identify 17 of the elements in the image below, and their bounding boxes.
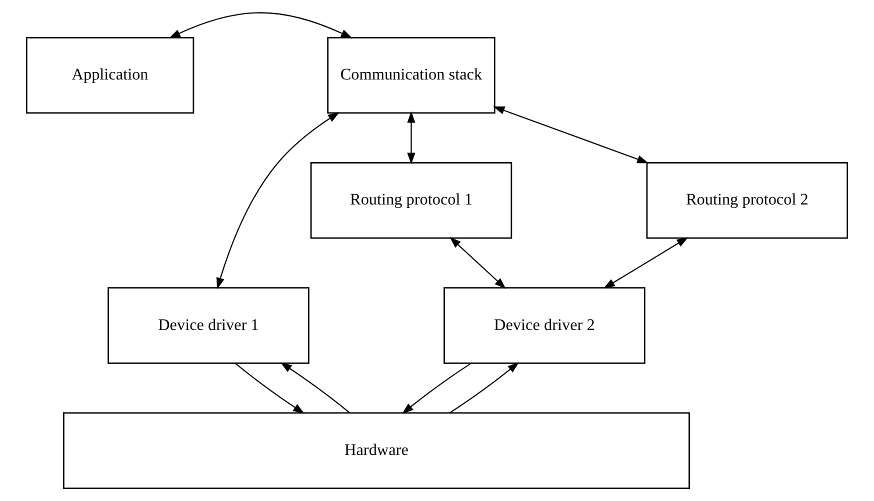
node-box: Application [26, 36, 194, 114]
arrow [168, 12, 352, 38]
arrow [280, 362, 350, 414]
node-box: Routing protocol 1 [310, 162, 512, 239]
node-box: Routing protocol 2 [646, 162, 848, 239]
arrow [493, 106, 649, 164]
node-box: Device driver 2 [444, 287, 646, 364]
arrow [603, 237, 688, 289]
arrow [449, 362, 520, 414]
arrow [216, 112, 340, 290]
node-box: Device driver 1 [108, 287, 310, 364]
arrow [234, 362, 305, 414]
arrow [402, 362, 472, 414]
node-box: Communication stack [327, 36, 496, 114]
arrow [450, 236, 506, 289]
node-box: Hardware [63, 412, 690, 489]
arrow [407, 111, 416, 164]
